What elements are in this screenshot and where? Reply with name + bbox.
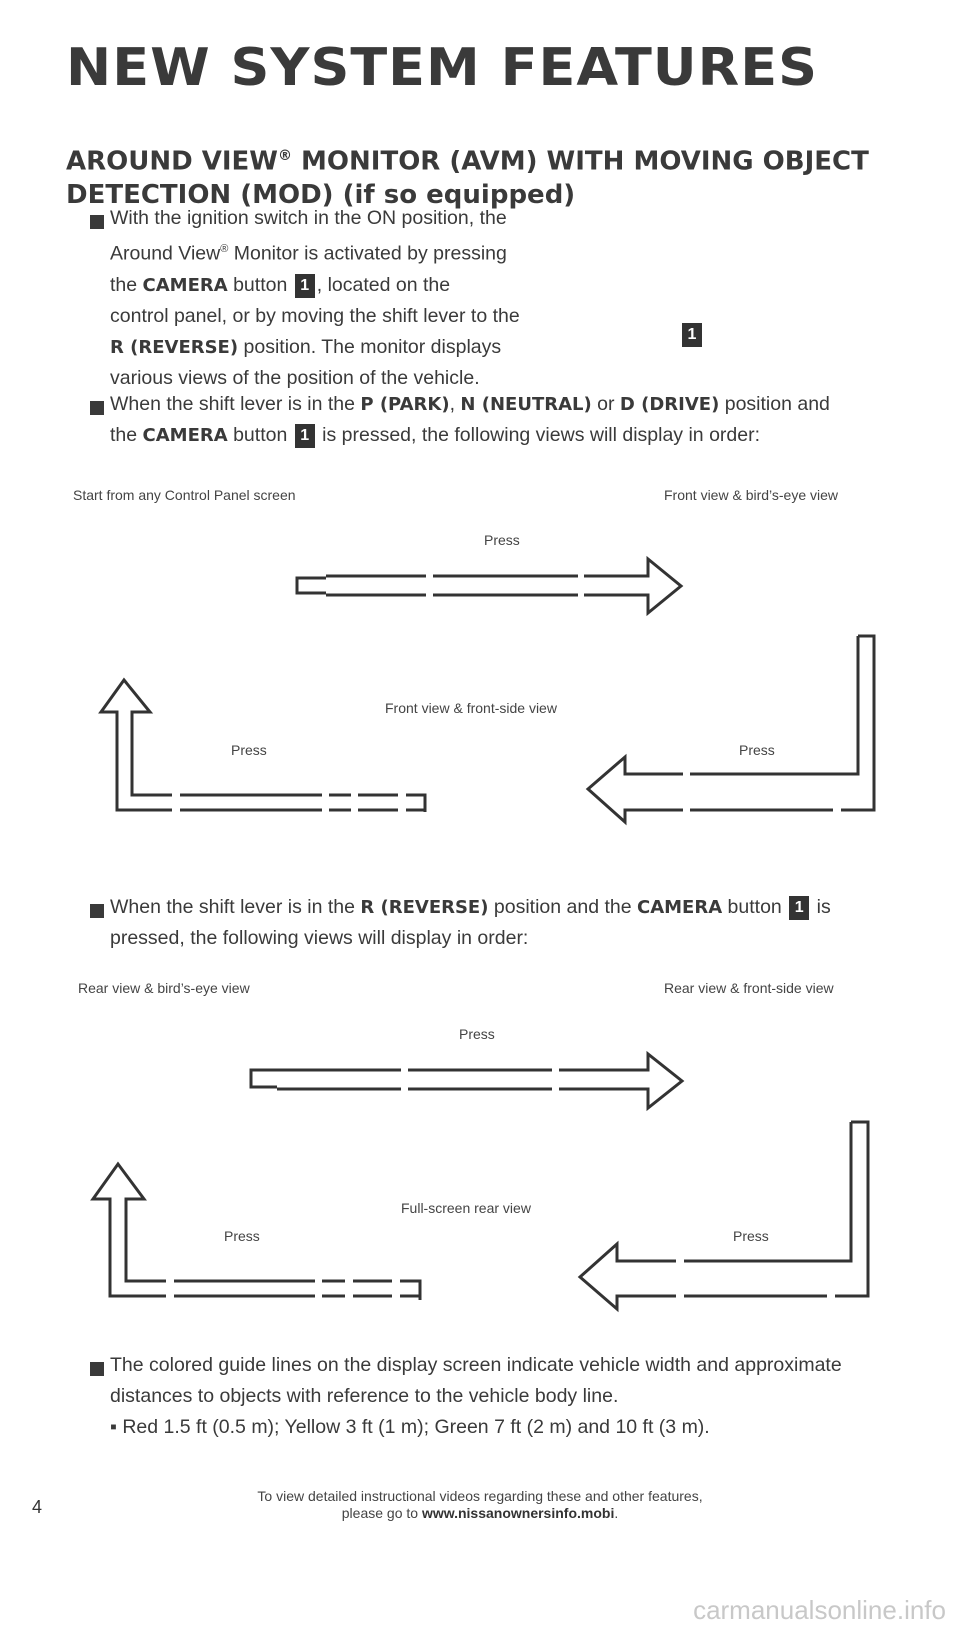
- text-line: various views of the position of the veh…: [110, 366, 480, 389]
- page-title: NEW SYSTEM FEATURES: [66, 37, 819, 98]
- text-line: The colored guide lines on the display s…: [110, 1354, 842, 1376]
- text-line: button: [227, 273, 293, 296]
- arrow-right-icon: [295, 555, 684, 617]
- diagram1-press-top: Press: [484, 532, 520, 548]
- section-heading: AROUND VIEW® MONITOR (AVM) WITH MOVING O…: [66, 140, 869, 212]
- reverse-label: R (REVERSE): [360, 897, 489, 918]
- callout-badge: 1: [294, 273, 315, 298]
- registered-mark: ®: [278, 148, 292, 164]
- bullet-icon: [90, 1362, 104, 1376]
- footer-line: .: [614, 1505, 619, 1521]
- bullet-text-2: When the shift lever is in the P (PARK),…: [110, 389, 910, 451]
- footer: To view detailed instructional videos re…: [0, 1488, 960, 1522]
- diagram2-press-top: Press: [459, 1026, 495, 1042]
- diagram2-press-left: Press: [224, 1228, 260, 1244]
- callout-badge: 1: [294, 424, 315, 448]
- text-line: control panel, or by moving the shift le…: [110, 304, 520, 327]
- camera-label: CAMERA: [142, 274, 228, 296]
- text-line: button: [722, 896, 788, 918]
- camera-label: CAMERA: [142, 425, 228, 446]
- diagram2-start-label: Rear view & bird’s-eye view: [78, 980, 250, 996]
- registered-mark: ®: [220, 243, 229, 255]
- arrow-up-icon: [98, 677, 427, 812]
- bullet-icon: [90, 904, 104, 918]
- arrow-right-icon: [249, 1050, 685, 1112]
- diagram2-press-right: Press: [733, 1228, 769, 1244]
- text-line: is pressed, the following views will dis…: [316, 424, 761, 446]
- reverse-label: R (REVERSE): [110, 336, 239, 358]
- text-line: Monitor is activated by pressing: [228, 242, 507, 265]
- diagram1-end-label: Front view & bird’s-eye view: [664, 487, 839, 503]
- footer-line: please go to: [341, 1505, 422, 1521]
- arrow-left-icon: [577, 1120, 870, 1313]
- text-line: ,: [449, 393, 461, 415]
- diagram2-end-label: Rear view & front-side view: [664, 980, 834, 996]
- drive-label: D (DRIVE): [619, 394, 720, 415]
- arrow-left-icon: [585, 634, 876, 826]
- neutral-label: N (NEUTRAL): [460, 394, 592, 415]
- text-line: button: [227, 424, 293, 446]
- footer-link[interactable]: www.nissanownersinfo.mobi: [421, 1505, 615, 1521]
- watermark: carmanualsonline.info: [693, 1595, 946, 1625]
- text-line: When the shift lever is in the: [110, 896, 361, 918]
- diagram1-middle-label: Front view & front-side view: [385, 700, 557, 716]
- bullet-text-1: With the ignition switch in the ON posit…: [110, 203, 560, 394]
- text-line: position and: [719, 393, 830, 415]
- text-line: When the shift lever is in the: [110, 393, 361, 415]
- text-line: ▪ Red 1.5 ft (0.5 m); Yellow 3 ft (1 m);…: [110, 1416, 710, 1438]
- diagram1-press-right: Press: [739, 742, 775, 758]
- bullet-text-3: When the shift lever is in the R (REVERS…: [110, 892, 910, 954]
- text-line: With the ignition switch in the ON posit…: [110, 207, 507, 229]
- bullet-text-4: The colored guide lines on the display s…: [110, 1350, 910, 1443]
- text-line: or: [591, 393, 620, 415]
- callout-badge: 1: [789, 896, 810, 920]
- section-heading-part: AROUND VIEW: [66, 146, 278, 177]
- text-line: the: [110, 273, 143, 296]
- diagram2-middle-label: Full-screen rear view: [401, 1200, 531, 1216]
- park-label: P (PARK): [360, 394, 450, 415]
- text-line: pressed, the following views will displa…: [110, 927, 529, 949]
- text-line: the: [110, 424, 143, 446]
- page-number: 4: [32, 1497, 43, 1517]
- text-line: is: [811, 896, 831, 918]
- diagram1-press-left: Press: [231, 742, 267, 758]
- bullet-icon: [90, 401, 104, 415]
- footer-line: To view detailed instructional videos re…: [257, 1488, 703, 1504]
- text-line: Around View: [110, 242, 221, 265]
- callout-badge: 1: [682, 323, 702, 347]
- text-line: position and the: [488, 896, 637, 918]
- text-line: distances to objects with reference to t…: [110, 1385, 619, 1407]
- diagram1-start-label: Start from any Control Panel screen: [73, 487, 296, 503]
- text-line: , located on the: [316, 273, 451, 296]
- text-line: position. The monitor displays: [238, 335, 502, 358]
- camera-label: CAMERA: [637, 897, 723, 918]
- section-heading-line2: DETECTION (MOD) (if so equipped): [66, 179, 576, 210]
- bullet-icon: [90, 215, 104, 229]
- arrow-up-icon: [90, 1161, 422, 1300]
- image-callout-badge: 1: [682, 323, 702, 347]
- section-heading-part: MONITOR (AVM) WITH MOVING OBJECT: [292, 146, 869, 177]
